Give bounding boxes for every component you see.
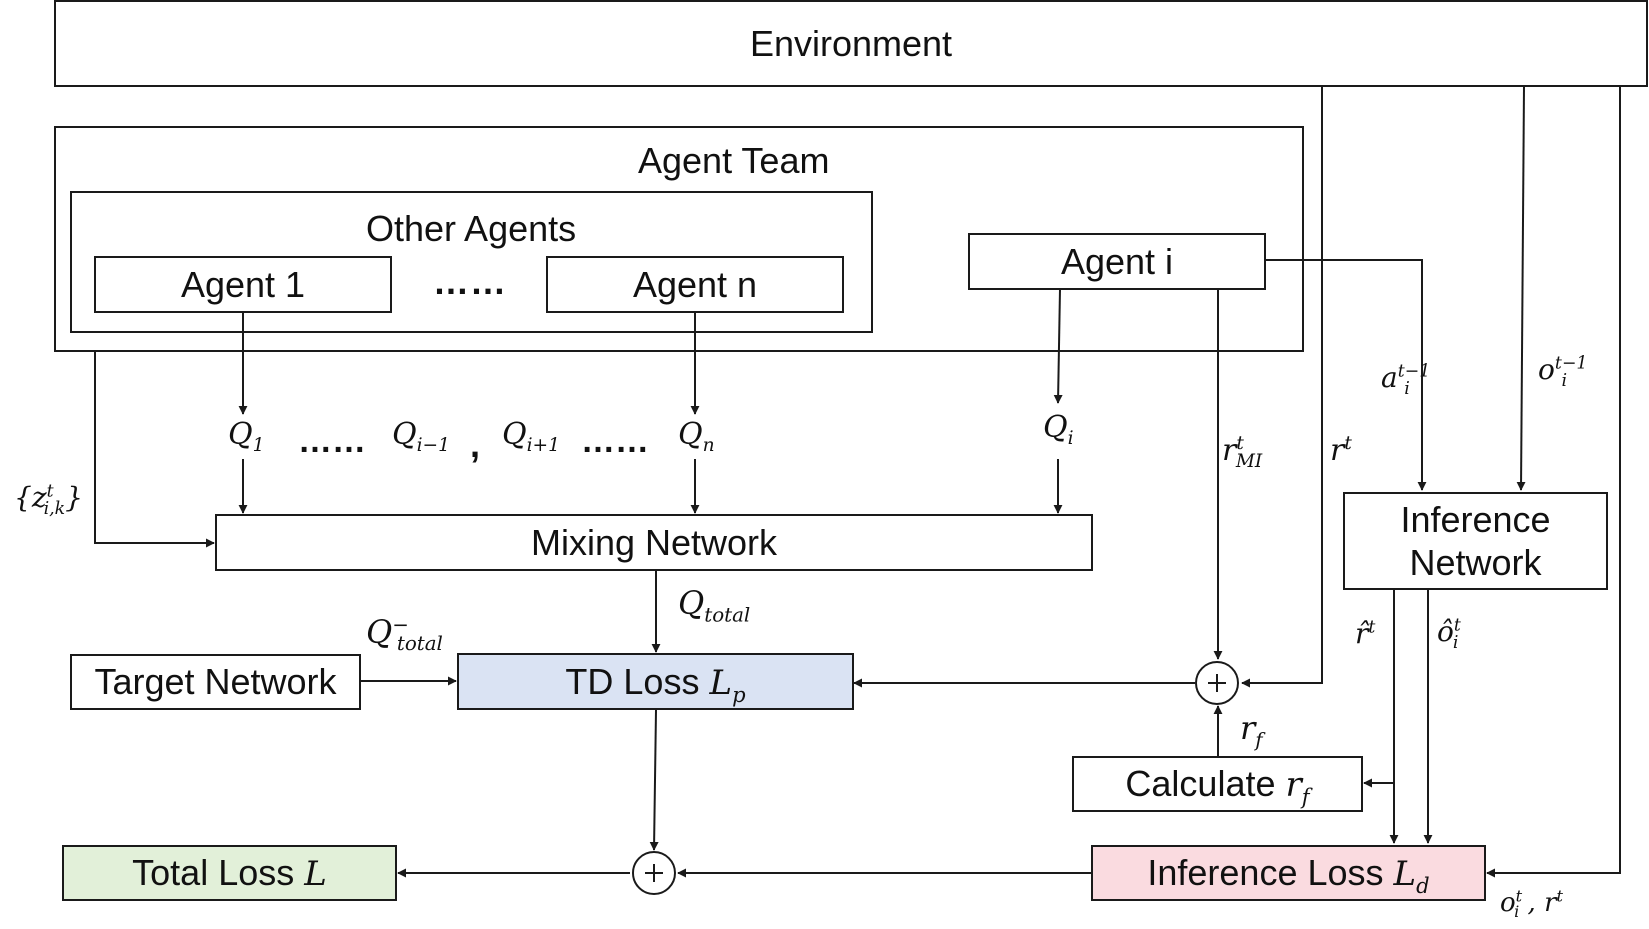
agent-i-label: Agent i (1060, 240, 1174, 282)
o-prev-label: ot−1i (1538, 353, 1588, 391)
z-label: {zti,k} (14, 481, 83, 519)
q-total-target-label: Q−total (366, 613, 443, 656)
r-f-label: rf (1240, 709, 1263, 752)
environment-box: Environment (54, 0, 1648, 87)
qi-label: Qi (1043, 410, 1074, 449)
agent-1-box: Agent 1 (94, 256, 392, 313)
reward-sum-node (1195, 661, 1239, 705)
arrow-team-to-mixing (94, 351, 215, 548)
agent-team-box (54, 126, 1304, 352)
other-agents-label: Other Agents (366, 208, 577, 249)
r-hat-label: r̂t (1355, 617, 1376, 650)
inference-network-label-line2: Network (1409, 542, 1542, 583)
mixing-network-box: Mixing Network (215, 514, 1093, 571)
loss-sum-node (632, 851, 676, 895)
inference-network-label-line1: Inference (1400, 498, 1551, 540)
agent-1-label: Agent 1 (180, 263, 306, 305)
arrow-agenti-to-qi (1053, 288, 1063, 404)
q-i-minus-1-label: Qi−1 (392, 417, 450, 456)
arrow-agenti-to-inference (1265, 259, 1427, 491)
arrow-env-obs-to-inference (1516, 85, 1526, 491)
a-prev-label: at−1i (1381, 361, 1431, 399)
r-mi-label: rtMI (1222, 433, 1263, 472)
total-loss-label: Total Loss L (132, 852, 327, 894)
agent-n-label: Agent n (632, 263, 758, 305)
arrow-env-rt-to-sum (1241, 86, 1323, 688)
calculate-rf-label: Calculate rf (1125, 763, 1310, 809)
mixing-network-label: Mixing Network (530, 521, 778, 563)
arrow-env-to-inference-loss (1486, 86, 1621, 878)
q1-label: Q1 (228, 417, 265, 456)
inference-loss-label: Inference Loss Ld (1147, 852, 1430, 898)
target-network-label: Target Network (94, 661, 337, 702)
q-ellipsis-right: …… (581, 422, 649, 460)
q-comma: , (470, 424, 481, 465)
agent-n-box: Agent n (546, 256, 844, 313)
q-ellipsis-left: …… (298, 422, 366, 460)
other-agents-box (70, 191, 873, 333)
td-loss-label: TD Loss Lp (565, 660, 746, 707)
inference-network-box: Inference Network (1343, 492, 1608, 590)
arrow-td-to-bottom-sum (649, 709, 659, 851)
target-network-box: Target Network (70, 654, 361, 710)
total-loss-box: Total Loss L (62, 845, 397, 901)
r-t-label: rt (1330, 433, 1352, 468)
qn-label: Qn (678, 417, 715, 456)
environment-label: Environment (749, 22, 953, 64)
o-hat-label: ôti (1437, 615, 1461, 653)
td-loss-box: TD Loss Lp (457, 653, 854, 710)
q-total-label: Qtotal (678, 584, 751, 627)
o-r-bottom-label: oti , rt (1500, 886, 1564, 922)
agent-team-label: Agent Team (638, 140, 830, 181)
inference-loss-box: Inference Loss Ld (1091, 845, 1486, 901)
agents-ellipsis: …… (433, 261, 507, 302)
calculate-rf-box: Calculate rf (1072, 756, 1363, 812)
q-i-plus-1-label: Qi+1 (502, 417, 560, 456)
agent-i-box: Agent i (968, 233, 1266, 290)
